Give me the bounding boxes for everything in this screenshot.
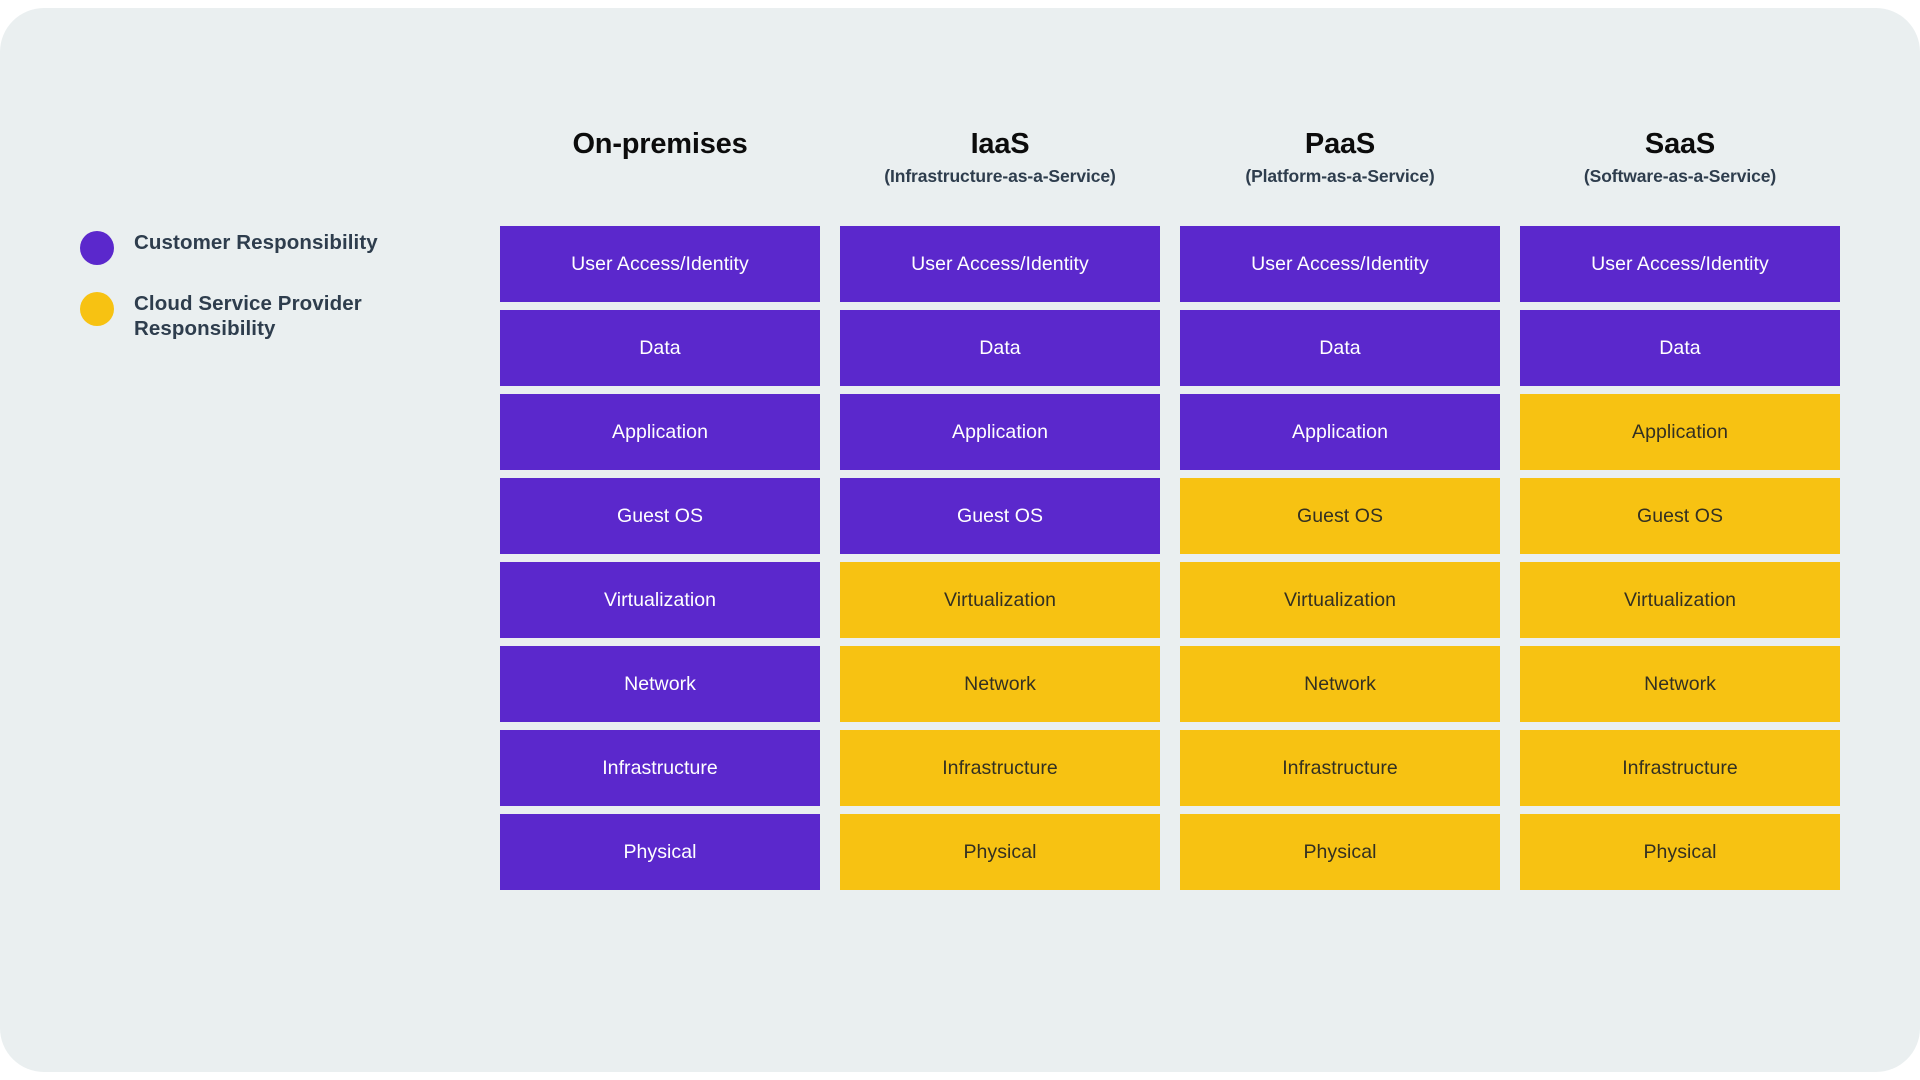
layer-cell: Application (1520, 394, 1840, 470)
circle-swatch-icon (80, 231, 114, 265)
layer-cell: Physical (1180, 814, 1500, 890)
layer-cell: Data (500, 310, 820, 386)
layer-cell: Guest OS (840, 478, 1160, 554)
column-subtitle: (Software-as-a-Service) (1583, 166, 1777, 187)
service-column: IaaS (Infrastructure-as-a-Service) User Ac… (840, 126, 1160, 890)
layer-cell: User Access/Identity (1180, 226, 1500, 302)
layer-cell: Network (840, 646, 1160, 722)
layer-cell: Virtualization (1180, 562, 1500, 638)
column-header: IaaS (Infrastructure-as-a-Service) (840, 126, 1160, 226)
circle-swatch-icon (80, 292, 114, 326)
layer-cell: Virtualization (500, 562, 820, 638)
column-title: IaaS (970, 128, 1030, 160)
column-subtitle: (Infrastructure-as-a-Service) (884, 166, 1116, 187)
layer-cell: Application (840, 394, 1160, 470)
layer-cell: Data (1180, 310, 1500, 386)
layer-cell: User Access/Identity (840, 226, 1160, 302)
layer-cell: Data (1520, 310, 1840, 386)
layer-cell: Infrastructure (840, 730, 1160, 806)
layer-cell: Network (1180, 646, 1500, 722)
service-column: SaaS (Software-as-a-Service) User Access/I… (1520, 126, 1840, 890)
layer-cell: Guest OS (500, 478, 820, 554)
layer-cell: Infrastructure (1180, 730, 1500, 806)
layer-cell: User Access/Identity (500, 226, 820, 302)
layer-cell: Physical (500, 814, 820, 890)
layer-cell: Guest OS (1520, 478, 1840, 554)
column-title: On-premises (572, 128, 748, 160)
legend-item-provider: Cloud Service Provider Responsibility (80, 291, 410, 341)
column-header: On-premises (500, 126, 820, 226)
service-column: PaaS (Platform-as-a-Service) User Access/I… (1180, 126, 1500, 890)
layer-cell: Application (1180, 394, 1500, 470)
layer-cell: Network (1520, 646, 1840, 722)
layer-cell: Physical (1520, 814, 1840, 890)
column-header: PaaS (Platform-as-a-Service) (1180, 126, 1500, 226)
column-title: SaaS (1644, 128, 1716, 160)
layer-cell: User Access/Identity (1520, 226, 1840, 302)
layer-cell: Physical (840, 814, 1160, 890)
layer-cell: Virtualization (840, 562, 1160, 638)
layer-cell: Network (500, 646, 820, 722)
layer-cell: Infrastructure (500, 730, 820, 806)
layer-cell: Infrastructure (1520, 730, 1840, 806)
layer-cell: Data (840, 310, 1160, 386)
legend-item-label: Cloud Service Provider Responsibility (134, 292, 362, 340)
layer-cell: Application (500, 394, 820, 470)
legend-item-label: Customer Responsibility (134, 231, 378, 254)
legend-item-customer: Customer Responsibility (80, 230, 410, 265)
layer-cell: Guest OS (1180, 478, 1500, 554)
layer-cell: Virtualization (1520, 562, 1840, 638)
column-header: SaaS (Software-as-a-Service) (1520, 126, 1840, 226)
column-title: PaaS (1304, 128, 1376, 160)
column-subtitle: (Platform-as-a-Service) (1245, 166, 1435, 187)
